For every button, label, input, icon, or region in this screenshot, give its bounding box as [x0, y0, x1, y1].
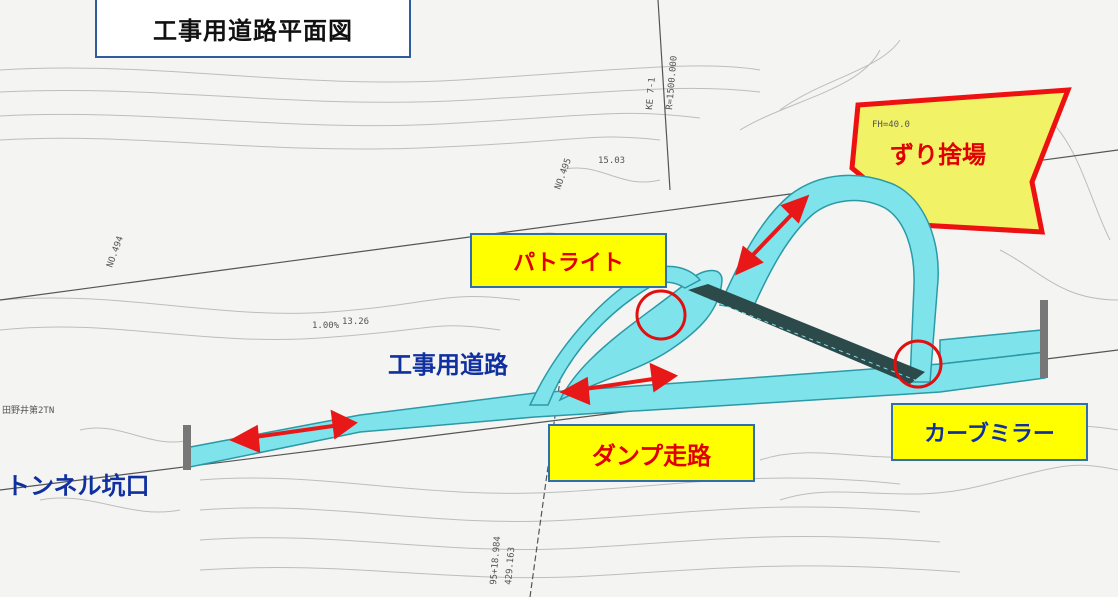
construction-road-label: 工事用道路: [388, 351, 508, 379]
contour-lines: [0, 39, 1118, 579]
tunnel-portal-label: トンネル坑口: [6, 472, 150, 500]
title-box: 工事用道路平面図: [95, 0, 411, 58]
annotation-curve-radius: R=1500.000: [665, 55, 680, 110]
annotation-curve-ke: KE 7-1: [645, 77, 658, 110]
annotation-fh: FH=40.0: [872, 120, 910, 130]
annotation-coord-1: 95+18.984: [489, 536, 503, 585]
portal-wall: [183, 300, 1048, 470]
annotation-station-494: NO.494: [105, 235, 126, 269]
double-arrows: [229, 194, 810, 454]
map-title: 工事用道路平面図: [153, 16, 353, 45]
patlight-callout: パトライト: [470, 233, 667, 288]
annotation-dim-3: 13.26: [342, 317, 369, 327]
curve-mirror-marker-circle: [893, 339, 943, 389]
bridge-deck: [688, 284, 925, 384]
marker-circles: [635, 289, 943, 389]
annotation-dim-1: 15.03: [598, 156, 625, 166]
curve-mirror-callout: カーブミラー: [891, 403, 1088, 461]
annotation-station-495: NO.495: [553, 157, 574, 191]
annotation-coord-2: 429.163: [504, 547, 517, 586]
curve-mirror-label: カーブミラー: [924, 422, 1055, 447]
dump-road-label: ダンプ走路: [591, 441, 712, 470]
annotation-dim-2: 1.00%: [312, 321, 340, 331]
patlight-marker-circle: [635, 289, 687, 341]
dump-road-callout: ダンプ走路: [548, 424, 755, 482]
patlight-label: パトライト: [513, 250, 624, 276]
spoil-area-label: ずり捨場: [890, 141, 986, 169]
annotation-tunnel-name: 田野井第2TN: [2, 404, 54, 416]
